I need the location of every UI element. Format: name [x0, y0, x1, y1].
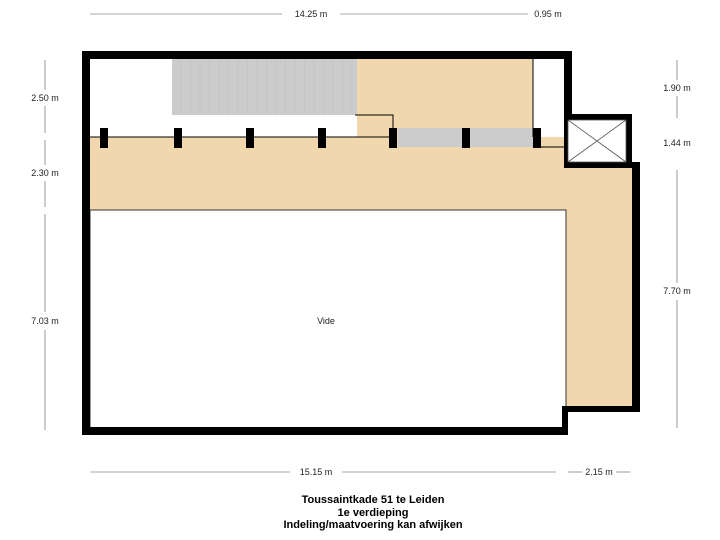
dim-left-2: 2.30 m	[31, 168, 59, 178]
dim-right-1: 1.90 m	[663, 83, 691, 93]
column-post	[174, 128, 182, 148]
column-post	[246, 128, 254, 148]
column-post	[100, 128, 108, 148]
disclaimer: Indeling/maatvoering kan afwijken	[283, 519, 463, 531]
address: Toussaintkade 51 te Leiden	[301, 494, 445, 506]
column-post	[318, 128, 326, 148]
dim-bottom-1: 15.15 m	[300, 467, 333, 477]
column-post	[462, 128, 470, 148]
floor-corridor	[90, 137, 566, 210]
vide-area	[89, 209, 567, 429]
floor-corridor-right	[564, 147, 632, 408]
staircase	[172, 59, 357, 115]
column-post	[389, 128, 397, 148]
room-label-vide: Vide	[317, 316, 335, 326]
stair-steps	[180, 59, 353, 115]
dim-right-2: 1.44 m	[663, 138, 691, 148]
floor-name: 1e verdieping	[337, 506, 409, 519]
elevator-shaft	[567, 119, 627, 163]
stair-edge	[355, 114, 394, 130]
plan-title: Toussaintkade 51 te Leiden 1e verdieping…	[0, 494, 720, 532]
dimension-lines	[44, 13, 678, 473]
dim-bottom-2: 2.15 m	[585, 467, 613, 477]
dim-top-2: 0.95 m	[534, 9, 562, 19]
walls	[82, 51, 640, 435]
floor-upper-right	[357, 59, 533, 137]
dim-left-3: 7.03 m	[31, 316, 59, 326]
columns	[100, 128, 541, 148]
dim-left-1: 2.50 m	[31, 93, 59, 103]
dim-top-1: 14.25 m	[295, 9, 328, 19]
dim-right-3: 7.70 m	[663, 286, 691, 296]
column-post	[533, 128, 541, 148]
